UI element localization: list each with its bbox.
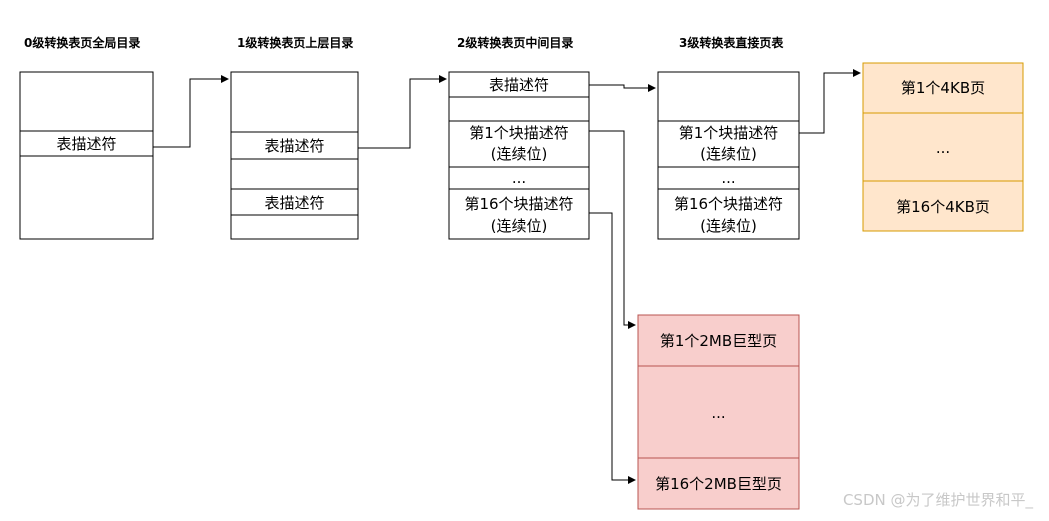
page-2mb-first: 第1个2MB巨型页 [660, 332, 777, 350]
level0-descriptor: 表描述符 [56, 135, 116, 153]
heading-level1: 1级转换表页上层目录 [237, 35, 353, 50]
pages-2mb: 第1个2MB巨型页 ... 第16个2MB巨型页 [637, 314, 800, 510]
level2-block1-line2: (连续位) [491, 145, 548, 163]
level3-block16-line2: (连续位) [700, 217, 757, 235]
level1-descriptor-1: 表描述符 [264, 137, 324, 155]
page-4kb-ellipsis: ... [936, 139, 950, 157]
arrow-l2-block1-to-2mb [589, 130, 636, 329]
level2-ellipsis: ... [512, 169, 526, 187]
level2-table-descriptor: 表描述符 [489, 76, 549, 94]
page-4kb-first: 第1个4KB页 [901, 79, 985, 97]
level2-block1-line1: 第1个块描述符 [469, 124, 569, 142]
arrow-l2-block16-to-2mb [589, 212, 636, 484]
level3-ellipsis: ... [721, 169, 735, 187]
heading-level3: 3级转换表直接页表 [679, 35, 784, 50]
arrow-l2-to-l3 [589, 84, 656, 92]
level2-block16-line2: (连续位) [491, 217, 548, 235]
level3-block1-line1: 第1个块描述符 [679, 124, 779, 142]
pages-4kb: 第1个4KB页 ... 第16个4KB页 [862, 62, 1024, 232]
heading-level0: 0级转换表页全局目录 [24, 35, 140, 50]
page-4kb-last: 第16个4KB页 [896, 198, 990, 216]
level2-block16-line1: 第16个块描述符 [464, 195, 573, 213]
watermark: CSDN @为了维护世界和平_ [843, 491, 1034, 510]
level3-block16-line1: 第16个块描述符 [674, 195, 783, 213]
level3-block1-line2: (连续位) [700, 145, 757, 163]
arrow-l1-to-l2 [358, 75, 447, 149]
level3-table: 第1个块描述符 (连续位) ... 第16个块描述符 (连续位) [657, 71, 800, 240]
arrow-l0-to-l1 [153, 75, 229, 148]
page-2mb-last: 第16个2MB巨型页 [655, 475, 782, 493]
level1-descriptor-2: 表描述符 [264, 194, 324, 212]
level0-table: 表描述符 [19, 71, 154, 240]
level2-table: 表描述符 第1个块描述符 (连续位) ... 第16个块描述符 (连续位) [448, 71, 590, 240]
level1-table: 表描述符 表描述符 [230, 71, 359, 240]
arrow-l3-to-4kb [799, 69, 861, 134]
heading-level2: 2级转换表页中间目录 [457, 35, 573, 50]
page-2mb-ellipsis: ... [711, 404, 725, 422]
